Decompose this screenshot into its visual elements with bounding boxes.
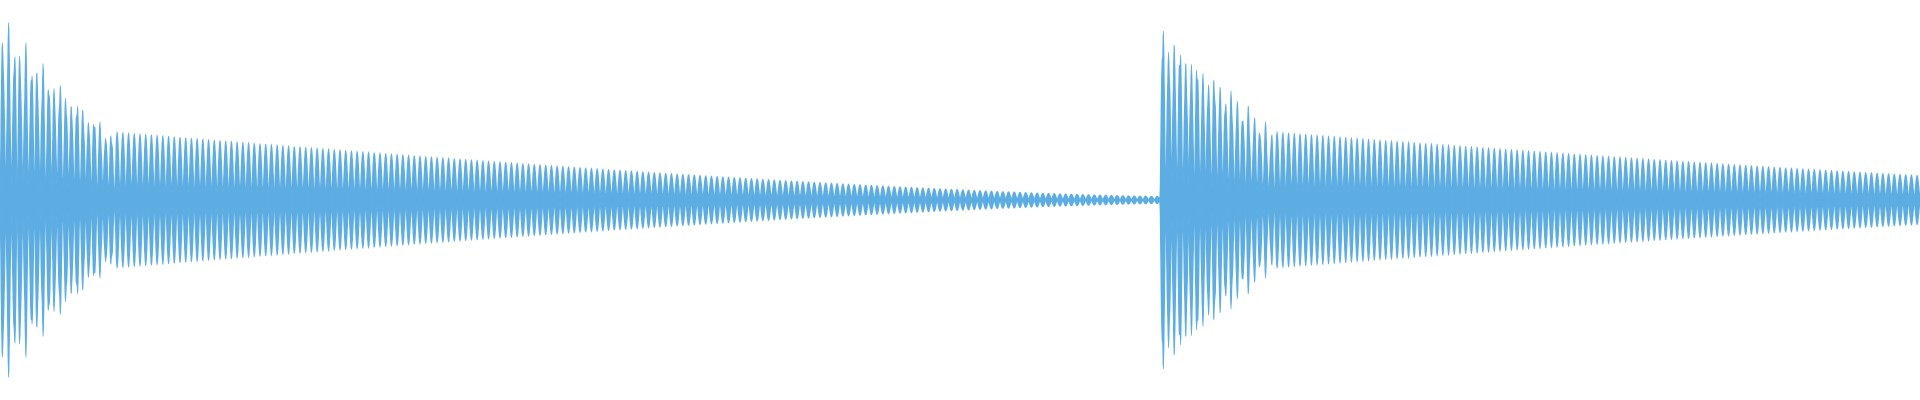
waveform-path [0, 22, 1920, 378]
